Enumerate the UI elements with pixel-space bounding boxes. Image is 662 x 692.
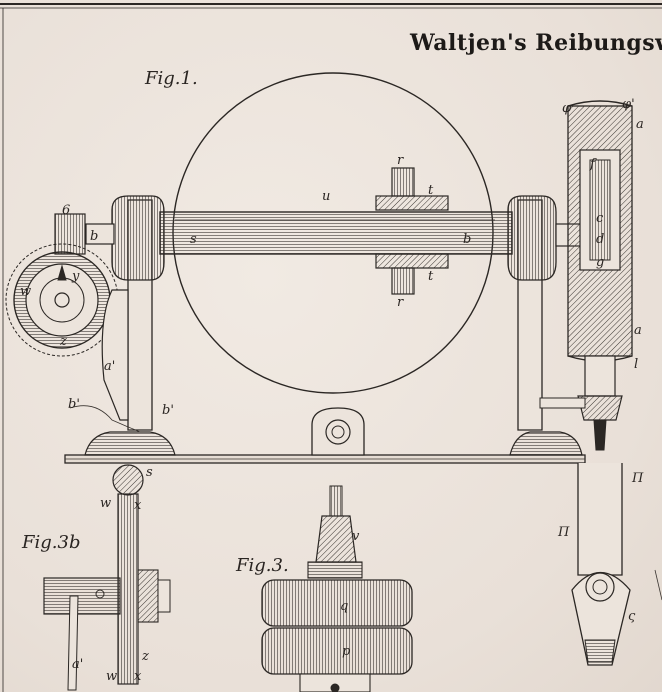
label-a-prime: a' <box>104 359 115 374</box>
fig1-label: Fig.1. <box>144 68 198 89</box>
label-u: u <box>322 189 330 204</box>
right-foot <box>509 431 583 456</box>
label-x-fig3b-top: x <box>134 498 142 513</box>
label-v: v <box>352 529 360 544</box>
main-shaft <box>159 211 513 255</box>
label-w-fig3b: w <box>100 496 111 511</box>
label-w-fig3b-bottom: w <box>106 669 117 684</box>
label-a-top: a <box>636 117 644 132</box>
label-w: w <box>20 284 31 299</box>
label-phi-prime: φ' <box>622 97 635 112</box>
label-a-bottom: a <box>634 323 642 338</box>
label-q: q <box>340 599 348 614</box>
fig1-machine <box>5 72 662 666</box>
label-f: f <box>589 157 597 172</box>
label-s-fig3b: s <box>146 465 153 480</box>
label-b-prime-right: b' <box>162 403 174 418</box>
bracket <box>101 289 129 421</box>
plate-title: Waltjen's Reibungswa. <box>409 30 662 56</box>
label-b-left: b <box>90 229 98 244</box>
right-bearing <box>507 195 557 281</box>
label-z-fig3b: z <box>141 649 149 664</box>
label-x-fig3b-bottom: x <box>134 669 142 684</box>
label-r-bottom: r <box>397 295 404 310</box>
part-labels: u r r t t b s b 6 y w z a' b' b' φ φ' a … <box>20 97 644 684</box>
label-b-prime-left: b' <box>68 397 80 412</box>
center-bearing <box>311 407 365 456</box>
label-c: c <box>596 211 604 226</box>
left-foot <box>84 431 176 456</box>
drive-pulley <box>54 213 86 255</box>
fig3b-detail <box>43 464 171 691</box>
fig3-label: Fig.3. <box>235 555 289 576</box>
fig3b-rod <box>117 493 139 685</box>
lever-arm <box>577 463 623 576</box>
label-r-top: r <box>397 153 404 168</box>
label-t-top: t <box>428 183 434 198</box>
fig3-roller-upper <box>261 579 413 627</box>
label-a-prime-fig3b: a' <box>72 657 83 672</box>
label-b-shaft: b <box>463 232 471 247</box>
left-bearing <box>111 195 165 281</box>
disc-hub-top <box>375 195 449 211</box>
label-y: y <box>71 269 80 284</box>
label-d: d <box>596 232 604 247</box>
label-l: l <box>634 357 638 372</box>
label-pi-right: Π <box>631 471 644 486</box>
label-6: 6 <box>62 203 70 218</box>
label-sigma: ς <box>628 609 636 624</box>
label-g: g <box>596 255 604 270</box>
label-t-bottom: t <box>428 269 434 284</box>
label-phi: φ <box>562 101 572 116</box>
fig3b-label: Fig.3b <box>21 532 80 553</box>
label-s: s <box>190 232 197 247</box>
label-z: z <box>59 334 67 349</box>
fig3b-shaft <box>43 577 121 615</box>
disc-hub-bottom <box>375 253 449 269</box>
label-pi-left: Π <box>557 525 570 540</box>
fig3-detail <box>261 485 413 692</box>
fig3-roller-lower <box>261 627 413 675</box>
label-p: p <box>342 644 351 659</box>
